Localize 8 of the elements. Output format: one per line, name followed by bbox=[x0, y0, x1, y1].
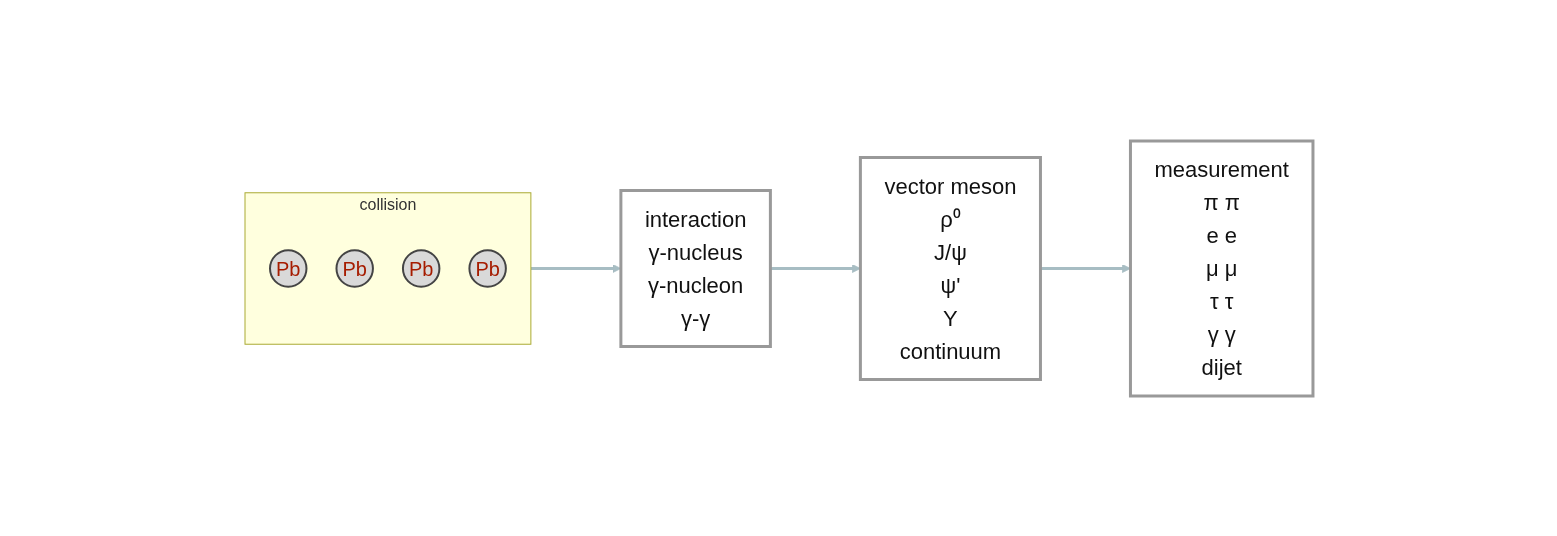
arrow bbox=[530, 263, 621, 273]
node-circle: Pb bbox=[335, 248, 374, 288]
node-box: vector meson ρ⁰ J/ψ ψ' Υ continuum bbox=[858, 155, 1042, 381]
node-box: interaction γ-nucleus γ-nucleon γ-γ bbox=[618, 188, 772, 348]
node-box: measurement π π e e μ μ τ τ γ γ dijet bbox=[1128, 139, 1314, 397]
node-circle: Pb bbox=[401, 248, 440, 288]
node-circle: Pb bbox=[467, 248, 507, 288]
node-circle: Pb bbox=[268, 248, 307, 288]
